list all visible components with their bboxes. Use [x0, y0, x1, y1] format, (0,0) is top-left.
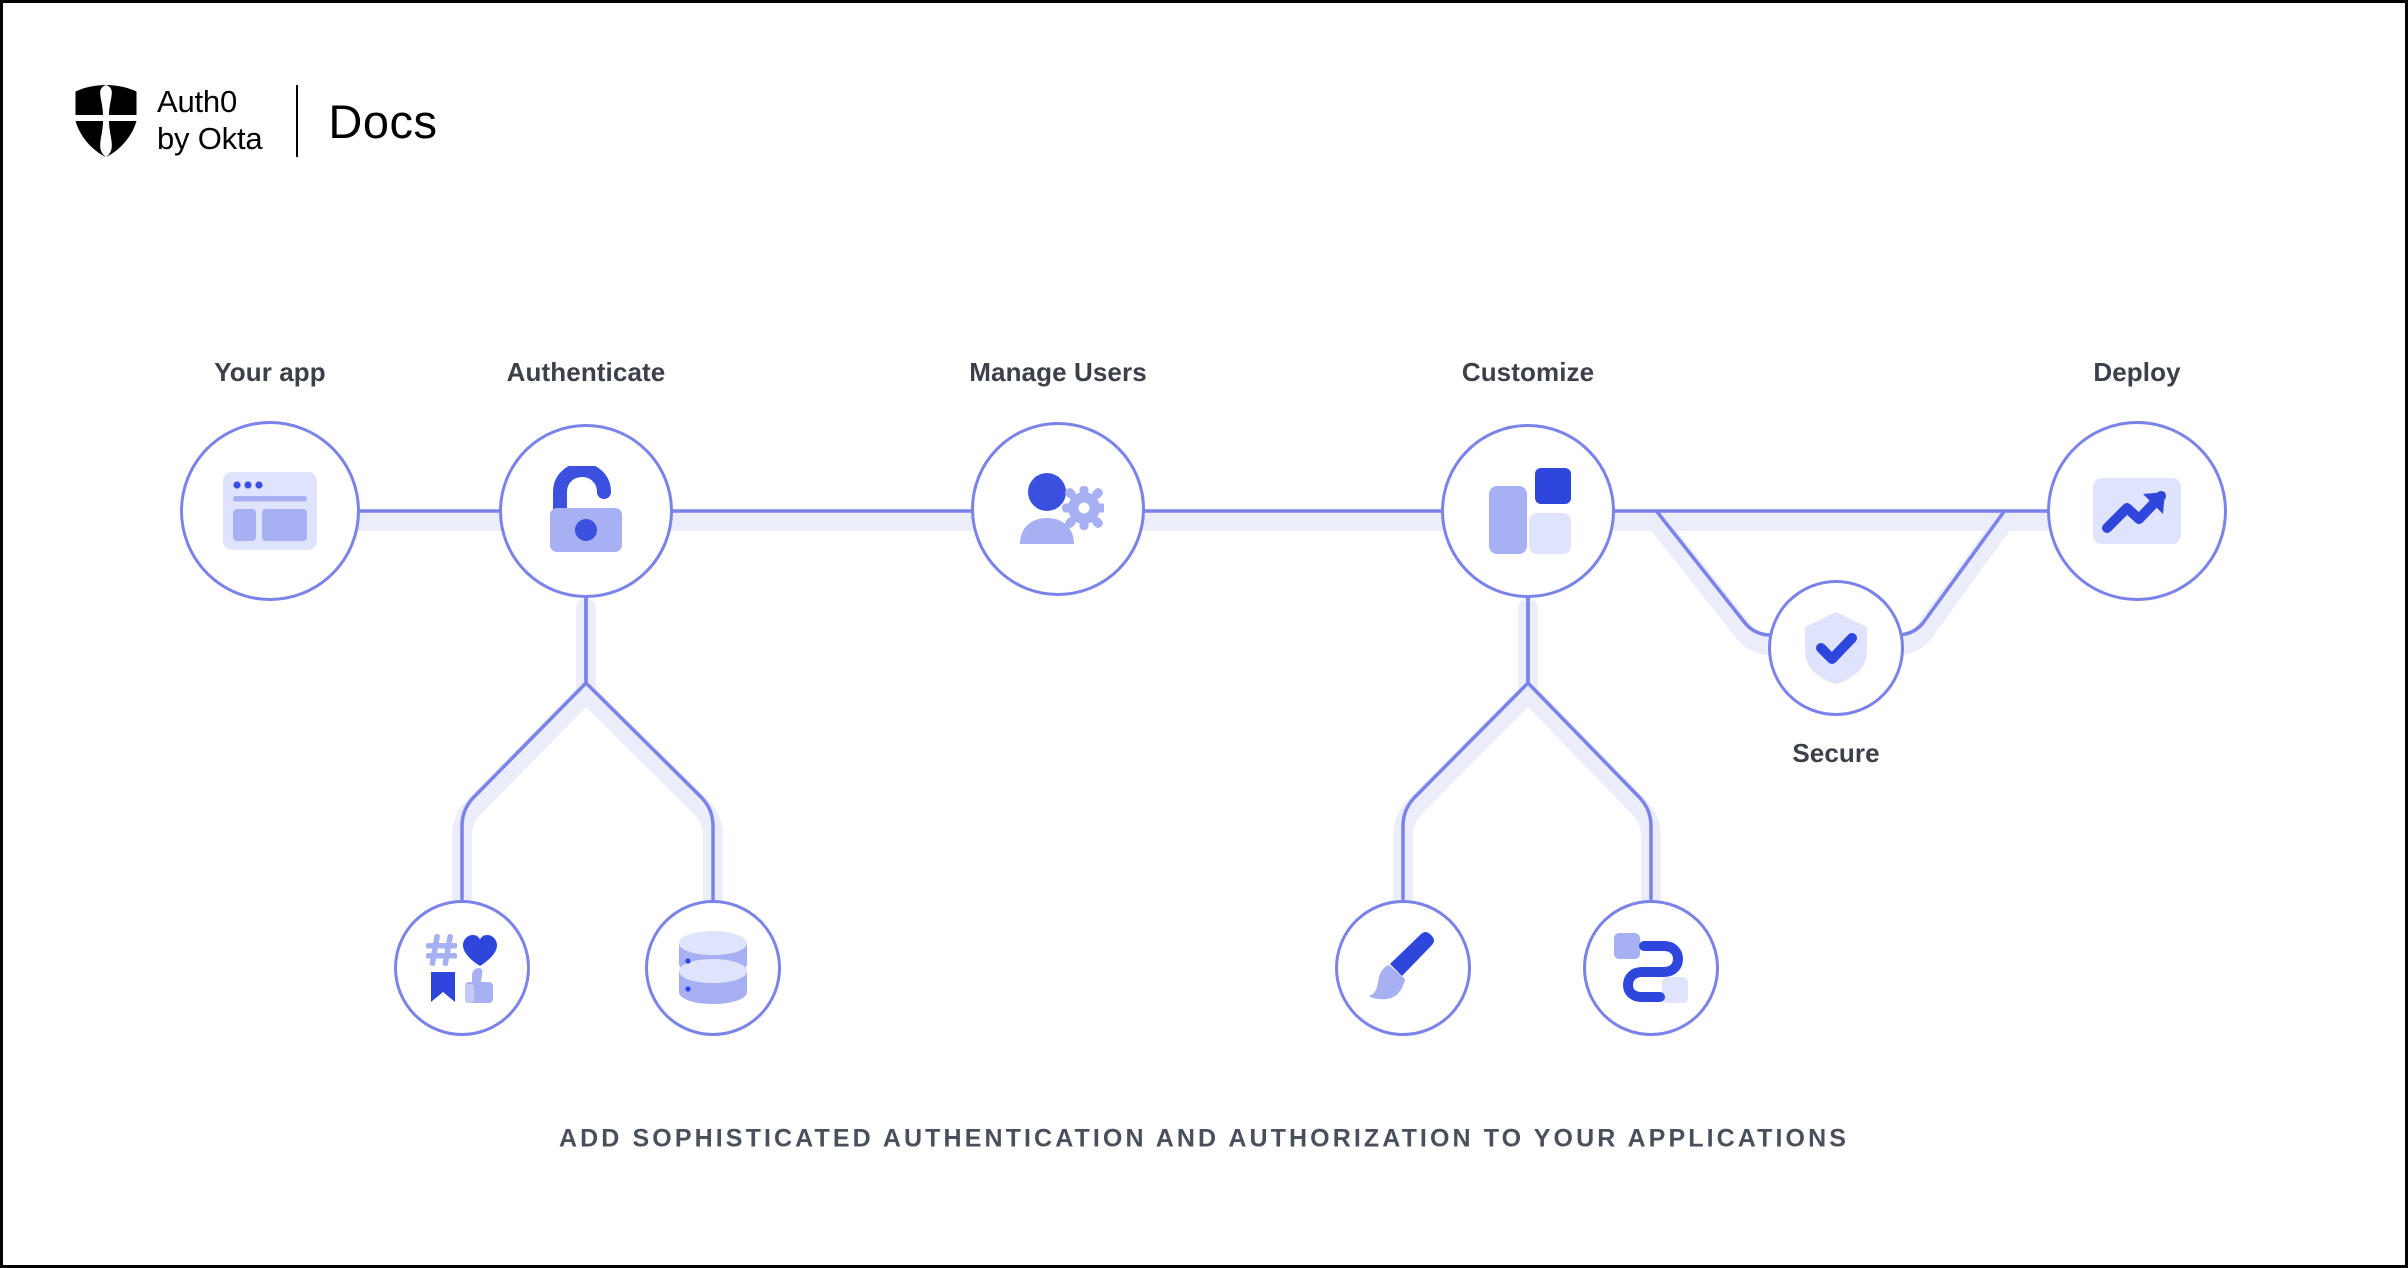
flow-connector-icon: [1614, 933, 1688, 1003]
browser-window-icon: [223, 472, 317, 550]
node-authenticate[interactable]: [499, 424, 673, 598]
node-flows[interactable]: [1583, 900, 1719, 1036]
node-customize[interactable]: [1441, 424, 1615, 598]
node-your-app[interactable]: [180, 421, 360, 601]
brand-name-line1: Auth0: [157, 84, 238, 120]
node-deploy[interactable]: [2047, 421, 2227, 601]
auth0-shield-logo-icon: [75, 85, 137, 157]
unlocked-padlock-icon: [550, 466, 622, 552]
shield-check-icon: [1805, 612, 1867, 684]
user-gear-icon: [1020, 473, 1104, 544]
product-title: Docs: [328, 94, 438, 148]
node-branding[interactable]: [1335, 900, 1471, 1036]
database-icon: [679, 931, 747, 1004]
node-social-connections[interactable]: [394, 900, 530, 1036]
layout-blocks-icon: [1489, 468, 1571, 554]
node-label-manage-users: Manage Users: [969, 357, 1147, 387]
brand-header[interactable]: Auth0 by Okta Docs: [75, 84, 438, 157]
trending-up-icon: [2093, 478, 2181, 544]
paintbrush-icon: [1369, 932, 1434, 1000]
node-label-authenticate: Authenticate: [506, 357, 666, 387]
node-secure[interactable]: [1768, 580, 1904, 716]
connector-wires: [350, 509, 2057, 910]
flow-diagram: Your app Authenticate Manage Users: [3, 3, 2405, 1265]
node-manage-users[interactable]: [971, 422, 1145, 596]
node-label-customize: Customize: [1461, 357, 1595, 387]
node-label-secure: Secure: [1792, 738, 1880, 768]
node-label-deploy: Deploy: [2093, 357, 2181, 387]
social-connections-icon: [426, 934, 497, 1003]
node-label-your-app: Your app: [214, 357, 326, 387]
brand-divider: [296, 85, 299, 157]
brand-name-line2: by Okta: [157, 121, 263, 156]
node-database[interactable]: [645, 900, 781, 1036]
brand-wordmark: Auth0 by Okta: [157, 84, 263, 157]
diagram-caption: ADD SOPHISTICATED AUTHENTICATION AND AUT…: [559, 1124, 1849, 1153]
